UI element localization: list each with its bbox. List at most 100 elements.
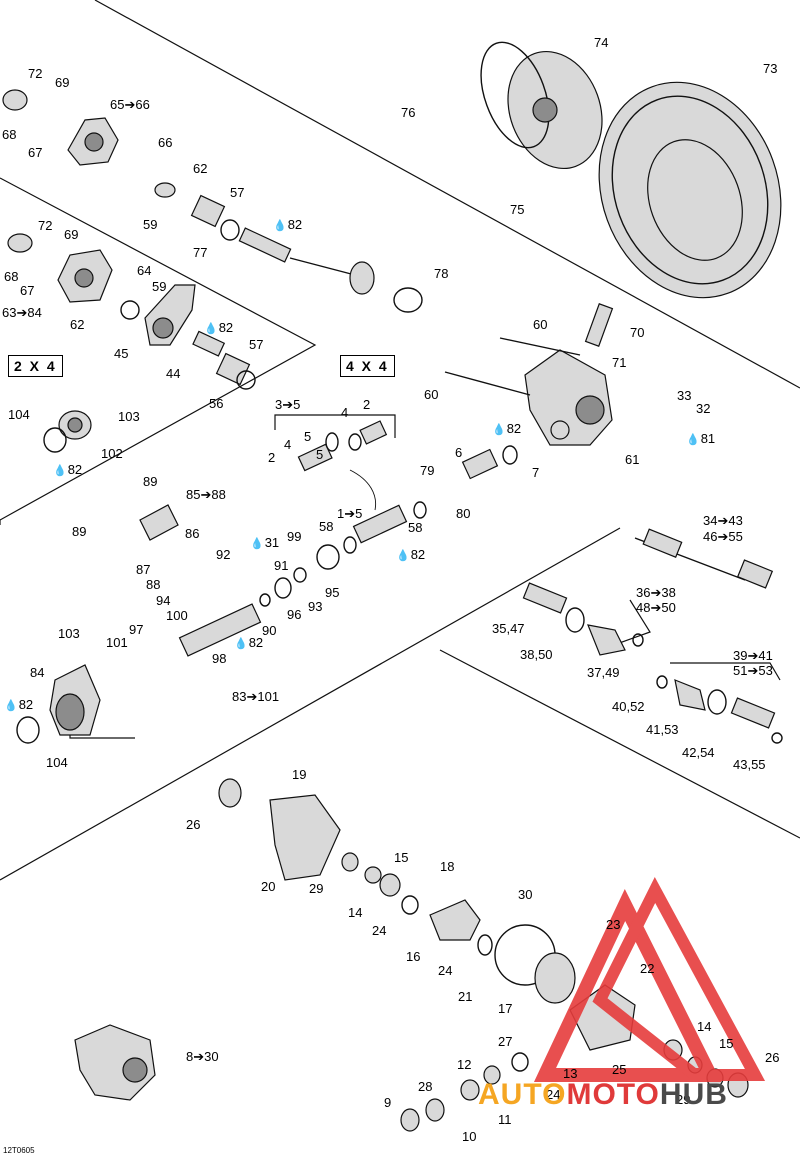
seal-10 bbox=[425, 1098, 445, 1122]
footer-code: 12T0605 bbox=[3, 1146, 35, 1155]
callout: 💧82 bbox=[492, 422, 521, 436]
shim-24a bbox=[401, 895, 419, 915]
tire-73 bbox=[598, 81, 782, 299]
spring-70 bbox=[584, 303, 614, 347]
seal-9 bbox=[400, 1108, 420, 1132]
callout: 💧82 bbox=[273, 218, 302, 232]
callout: 61 bbox=[625, 452, 640, 467]
divider-right bbox=[439, 649, 800, 839]
oil-drop-icon: 💧 bbox=[53, 465, 67, 477]
callout: 91 bbox=[274, 558, 289, 573]
callout: 7 bbox=[532, 465, 540, 480]
callout: 90 bbox=[262, 623, 277, 638]
bolt-60a bbox=[499, 337, 581, 356]
callout: 58 bbox=[408, 520, 423, 535]
callout: 60 bbox=[533, 317, 548, 332]
callout: 37,49 bbox=[587, 665, 620, 680]
callout: 💧81 bbox=[686, 432, 715, 446]
callout-text: 82 bbox=[67, 462, 83, 477]
callout: 75 bbox=[510, 202, 525, 217]
callout: 10 bbox=[462, 1129, 477, 1144]
callout-text: 82 bbox=[248, 635, 264, 650]
callout: 102 bbox=[101, 446, 123, 461]
callout: 15 bbox=[394, 850, 409, 865]
callout: 18 bbox=[440, 859, 455, 874]
cap-72a bbox=[2, 89, 28, 111]
callout: 36➔38 bbox=[636, 585, 676, 600]
callout: 20 bbox=[261, 879, 276, 894]
callout: 28 bbox=[418, 1079, 433, 1094]
callout: 83➔101 bbox=[232, 689, 280, 704]
callout: 30 bbox=[518, 887, 533, 902]
callout: 1➔5 bbox=[337, 506, 363, 521]
callout: 9 bbox=[384, 1095, 392, 1110]
bearing-57a bbox=[190, 194, 226, 228]
callout: 24 bbox=[372, 923, 387, 938]
bolt-60b bbox=[444, 371, 531, 396]
callout: 62 bbox=[70, 317, 85, 332]
oil-drop-icon: 💧 bbox=[250, 538, 264, 550]
callout: 2 bbox=[268, 450, 276, 465]
housing-20 bbox=[269, 794, 341, 881]
callout: 5 bbox=[304, 429, 312, 444]
callout: 40,52 bbox=[612, 699, 645, 714]
callout: 35,47 bbox=[492, 621, 525, 636]
callout: 98 bbox=[212, 651, 227, 666]
driveshaft-upper bbox=[238, 227, 423, 313]
callout: 92 bbox=[216, 547, 231, 562]
bearing-57b bbox=[215, 352, 251, 386]
callout: 93 bbox=[308, 599, 323, 614]
callout-text: 82 bbox=[506, 421, 522, 436]
stub-44 bbox=[192, 330, 226, 357]
callout: 69 bbox=[64, 227, 79, 242]
callout-text: 31 bbox=[264, 535, 280, 550]
callout: 57 bbox=[249, 337, 264, 352]
callout: 12 bbox=[457, 1057, 472, 1072]
oil-drop-icon: 💧 bbox=[492, 424, 506, 436]
bearing-15a bbox=[364, 866, 382, 884]
callout: 6 bbox=[455, 445, 463, 460]
divider-2x4 bbox=[0, 177, 317, 521]
callout: 94 bbox=[156, 593, 171, 608]
callout: 71 bbox=[612, 355, 627, 370]
callout: 70 bbox=[630, 325, 645, 340]
bearing-11 bbox=[460, 1079, 480, 1101]
callout: 78 bbox=[434, 266, 449, 281]
callout: 24 bbox=[438, 963, 453, 978]
callout: 4 bbox=[284, 437, 292, 452]
callout: 46➔55 bbox=[703, 529, 743, 544]
callout: 97 bbox=[129, 622, 144, 637]
callout: 51➔53 bbox=[733, 663, 773, 678]
callout: 89 bbox=[72, 524, 87, 539]
oil-drop-icon: 💧 bbox=[396, 550, 410, 562]
cap-72b bbox=[7, 233, 33, 253]
propeller-shaft bbox=[297, 420, 518, 570]
hub-63 bbox=[57, 249, 113, 303]
callout: 19 bbox=[292, 767, 307, 782]
callout: 42,54 bbox=[682, 745, 715, 760]
callout: 76 bbox=[401, 105, 416, 120]
callout: 86 bbox=[185, 526, 200, 541]
callout: 62 bbox=[193, 161, 208, 176]
callout: 💧82 bbox=[396, 548, 425, 562]
callout: 104 bbox=[8, 407, 30, 422]
callout: 23 bbox=[606, 917, 621, 932]
callout: 11 bbox=[498, 1112, 512, 1127]
watermark-auto: AUTO bbox=[478, 1078, 567, 1111]
callout: 59 bbox=[152, 279, 167, 294]
callout: 96 bbox=[287, 607, 302, 622]
callout: 88 bbox=[146, 577, 161, 592]
ring-62a bbox=[154, 182, 176, 198]
callout: 59 bbox=[143, 217, 158, 232]
callout: 72 bbox=[28, 66, 43, 81]
callout: 74 bbox=[594, 35, 609, 50]
callout: 64 bbox=[137, 263, 152, 278]
callout: 84 bbox=[30, 665, 45, 680]
callout: 21 bbox=[458, 989, 473, 1004]
callout: 💧82 bbox=[204, 321, 233, 335]
callout: 67 bbox=[20, 283, 35, 298]
callout: 34➔43 bbox=[703, 513, 743, 528]
callout: 63➔84 bbox=[2, 305, 42, 320]
callout: 89 bbox=[143, 474, 158, 489]
